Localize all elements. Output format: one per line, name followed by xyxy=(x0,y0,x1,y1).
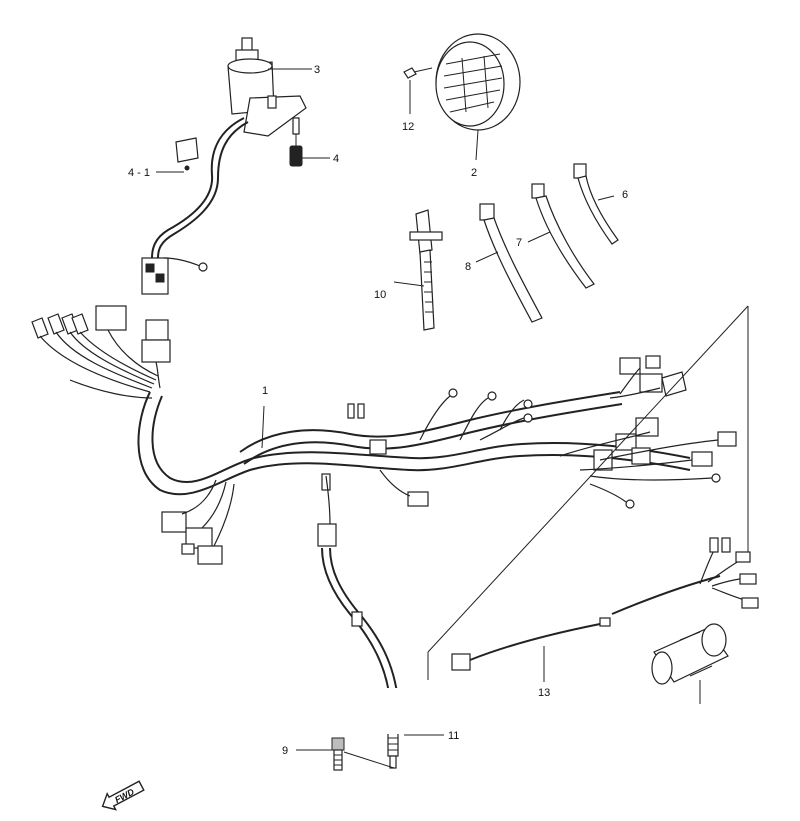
main-wiring-harness xyxy=(31,305,737,565)
callout-12: 12 xyxy=(402,121,414,133)
callout-8: 8 xyxy=(465,261,471,273)
inset-sub-harness-box xyxy=(427,305,749,680)
callout-13: 13 xyxy=(538,687,550,699)
callout-3: 3 xyxy=(314,64,320,76)
leader-lines xyxy=(156,68,701,751)
callout-6: 6 xyxy=(622,189,628,201)
bolt-9 xyxy=(331,737,395,771)
callout-10: 10 xyxy=(374,289,386,301)
callout-9: 9 xyxy=(282,745,288,757)
blank-band xyxy=(0,688,800,734)
ignition-switch xyxy=(141,37,307,295)
arrow-icon xyxy=(101,780,145,811)
cable-tie-10 xyxy=(409,209,443,331)
callout-labels: 1 2 3 4 4 - 1 6 7 8 9 10 11 12 13 xyxy=(128,64,628,757)
sensor-cable-11 xyxy=(321,547,405,769)
callout-7: 7 xyxy=(516,237,522,249)
sub-harness-13 xyxy=(451,537,759,671)
tie-strap-8 xyxy=(479,203,543,323)
callout-1: 1 xyxy=(262,385,268,397)
tie-strap-7 xyxy=(531,183,595,289)
tie-strap-6 xyxy=(573,163,619,245)
pressure-switch xyxy=(651,623,729,685)
fwd-direction-arrow: FWD xyxy=(101,780,145,811)
horn xyxy=(435,33,521,131)
callout-2: 2 xyxy=(471,167,477,179)
horn-screw xyxy=(403,67,433,79)
callout-4: 4 xyxy=(333,153,339,165)
callout-4-1: 4 - 1 xyxy=(128,167,150,179)
callout-11: 11 xyxy=(448,730,459,742)
